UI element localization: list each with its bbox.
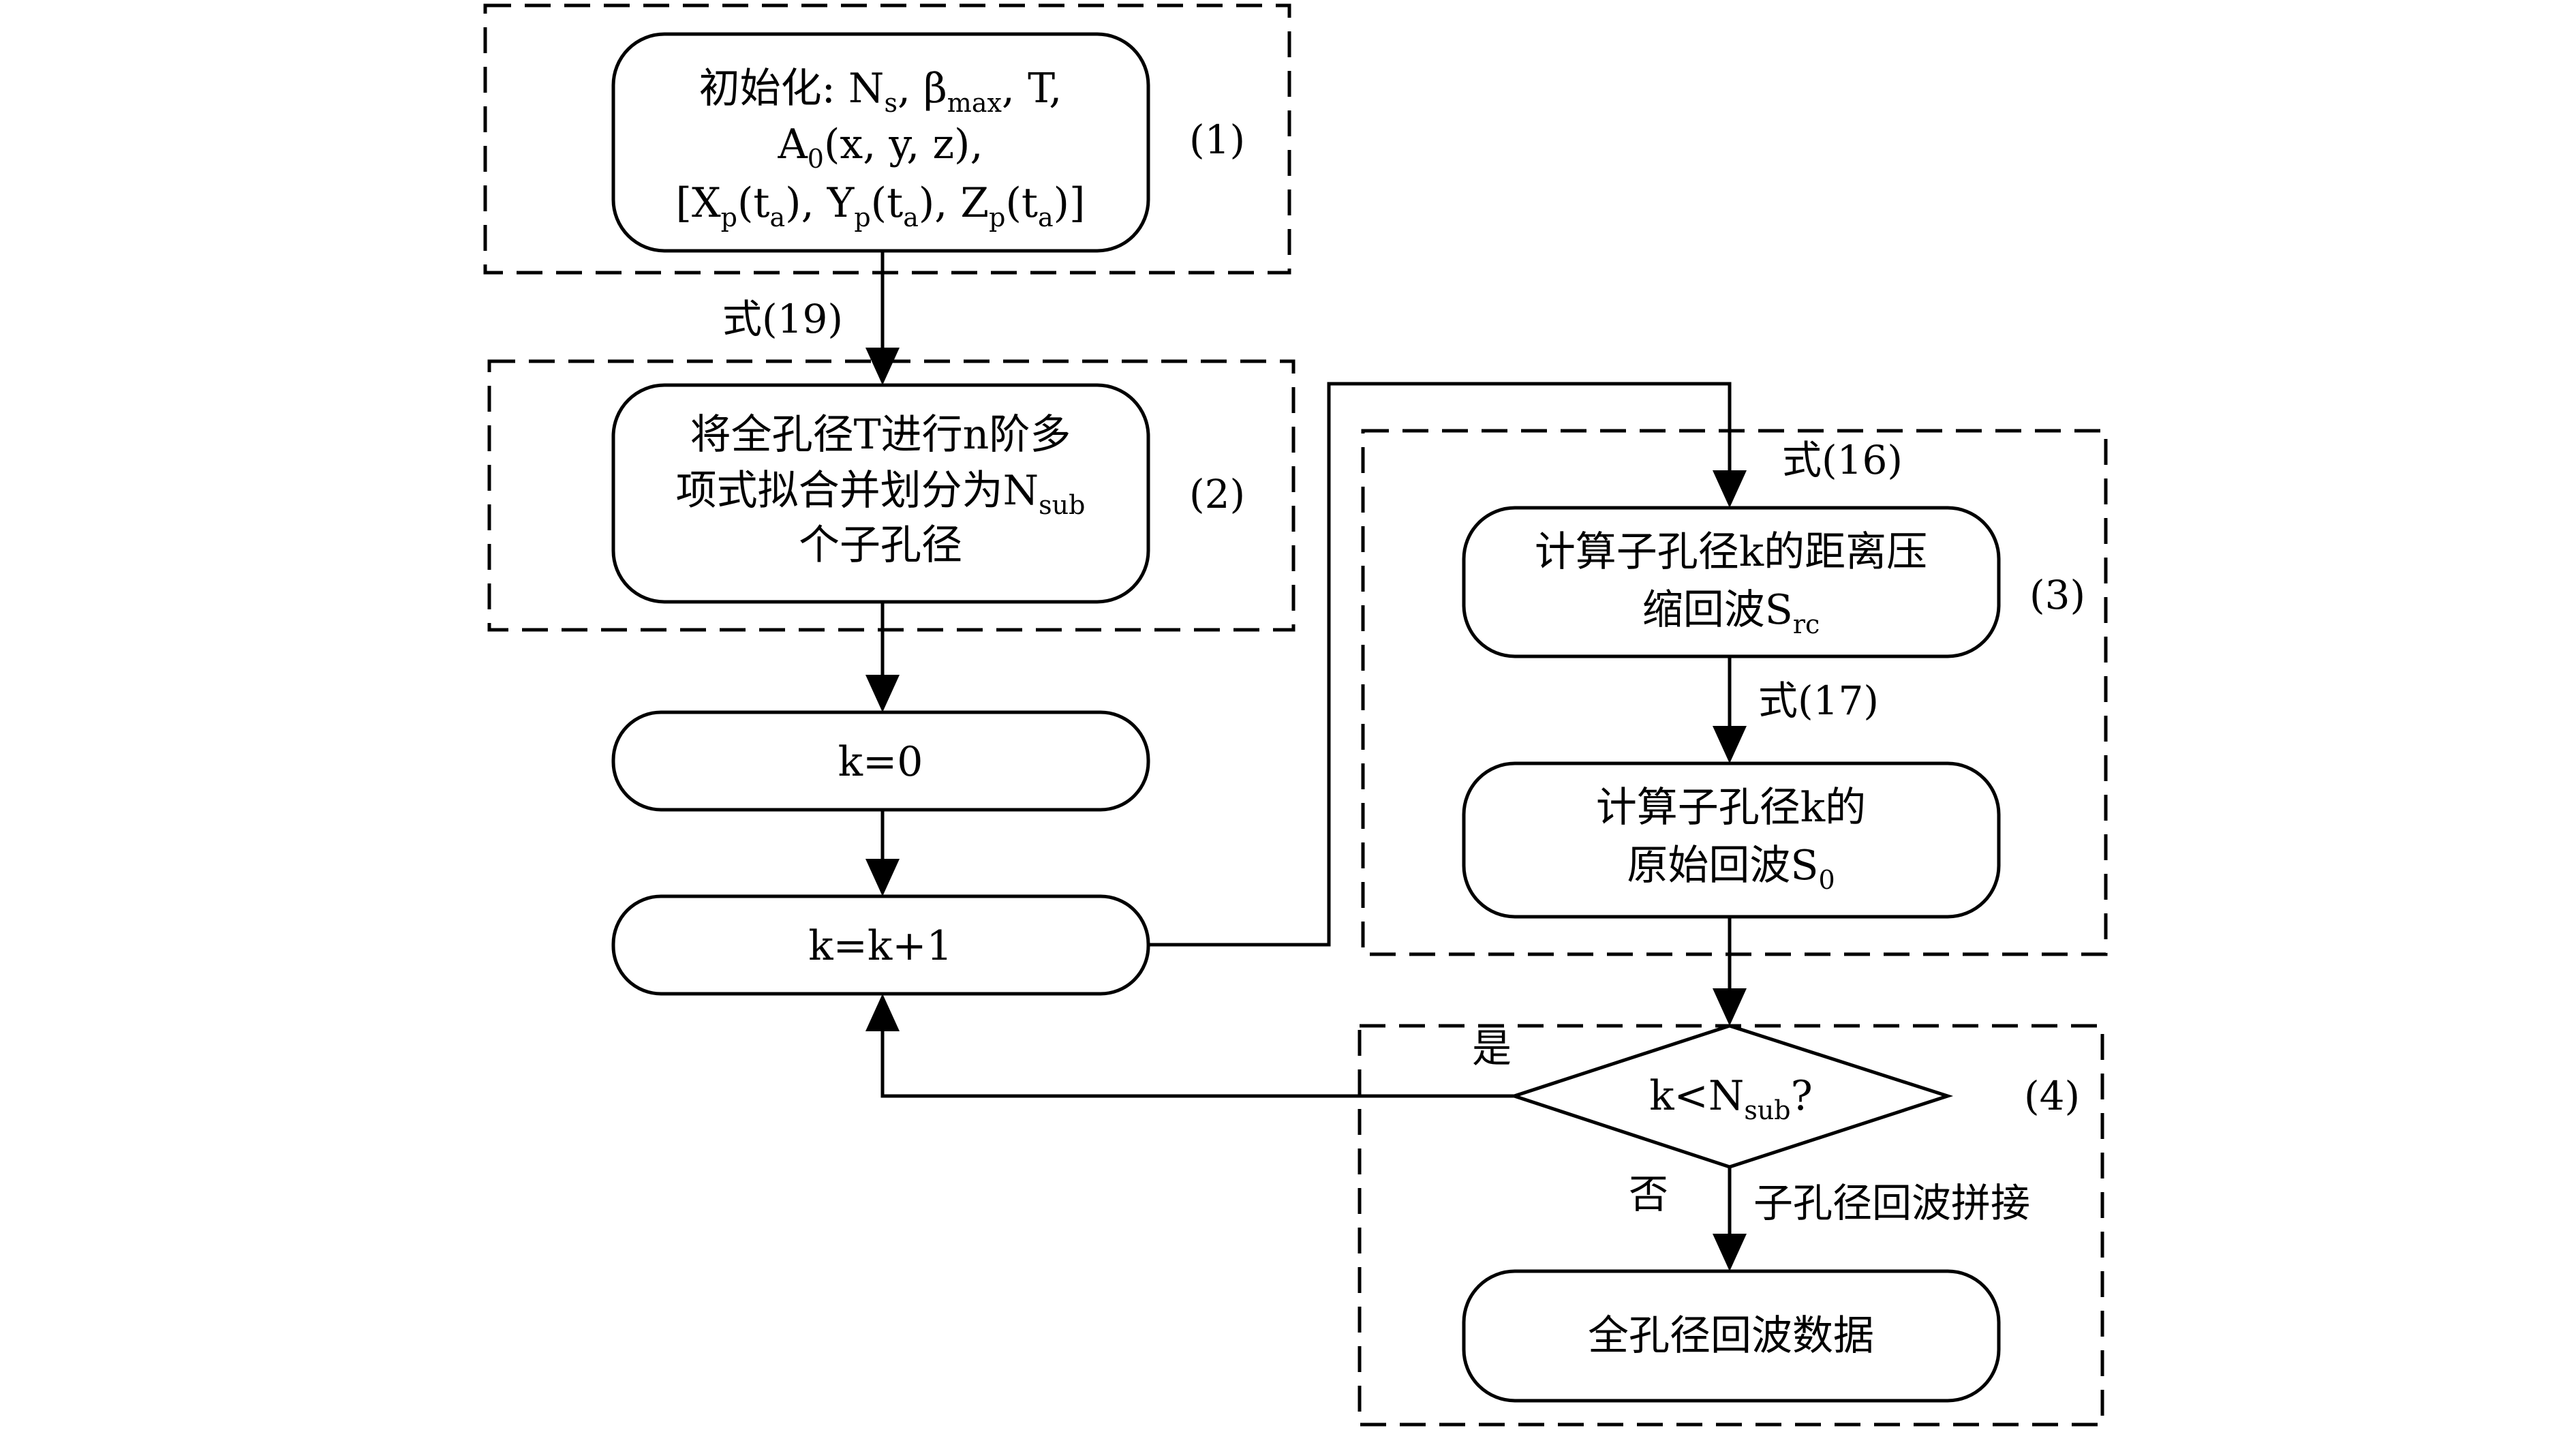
fit-line-1: 将全孔径T进行n阶多 bbox=[690, 411, 1071, 459]
arrow-decision-yes bbox=[880, 1019, 1514, 1098]
label-eq16: 式(16) bbox=[1782, 437, 1903, 483]
s0-line-1: 计算子孔径k的 bbox=[1596, 784, 1866, 832]
arrowhead-k0-to-kinc bbox=[865, 859, 900, 896]
s0-line-2: 原始回波S0 bbox=[1627, 842, 1835, 895]
k0-text: k=0 bbox=[838, 738, 923, 786]
arrow-kinc-to-src bbox=[1148, 382, 1732, 947]
full-box bbox=[1462, 1269, 2001, 1403]
group-1-frame bbox=[483, 3, 1291, 275]
kinc-text: k=k+1 bbox=[808, 922, 952, 970]
fit-line-2: 项式拟合并划分为Nsub bbox=[676, 467, 1086, 520]
label-eq19: 式(19) bbox=[722, 296, 843, 342]
full-text: 全孔径回波数据 bbox=[1588, 1312, 1874, 1360]
init-line-3: [Xp(ta), Yp(ta), Zp(ta)] bbox=[676, 179, 1086, 232]
group-label-3: (3) bbox=[2029, 572, 2085, 618]
group-label-2: (2) bbox=[1189, 471, 1245, 517]
src-line-1: 计算子孔径k的距离压 bbox=[1535, 528, 1927, 576]
arrowhead-decision-yes bbox=[865, 994, 900, 1031]
arrowhead-decision-no bbox=[1713, 1234, 1747, 1271]
arrowhead-s0-to-decision bbox=[1713, 988, 1747, 1026]
arrowhead-fit-to-k0 bbox=[865, 675, 900, 712]
group-3-frame bbox=[1361, 429, 2108, 956]
label-concat: 子孔径回波拼接 bbox=[1753, 1180, 2030, 1226]
init-line-1: 初始化: Ns, βmax, T, bbox=[699, 65, 1062, 118]
arrowhead-kinc-to-src bbox=[1713, 470, 1747, 508]
src-line-2: 缩回波Src bbox=[1642, 586, 1820, 639]
init-line-2: A0(x, y, z), bbox=[777, 121, 983, 174]
fit-line-3: 个子孔径 bbox=[799, 521, 962, 569]
arrowhead-src-to-s0 bbox=[1713, 726, 1747, 763]
label-eq17: 式(17) bbox=[1758, 678, 1879, 724]
label-yes: 是 bbox=[1472, 1025, 1512, 1071]
arrowhead-init-to-fit bbox=[865, 348, 900, 385]
group-label-4: (4) bbox=[2024, 1073, 2080, 1119]
decision-text: k<Nsub? bbox=[1649, 1072, 1813, 1125]
label-no: 否 bbox=[1629, 1171, 1668, 1217]
group-label-1: (1) bbox=[1189, 117, 1245, 163]
